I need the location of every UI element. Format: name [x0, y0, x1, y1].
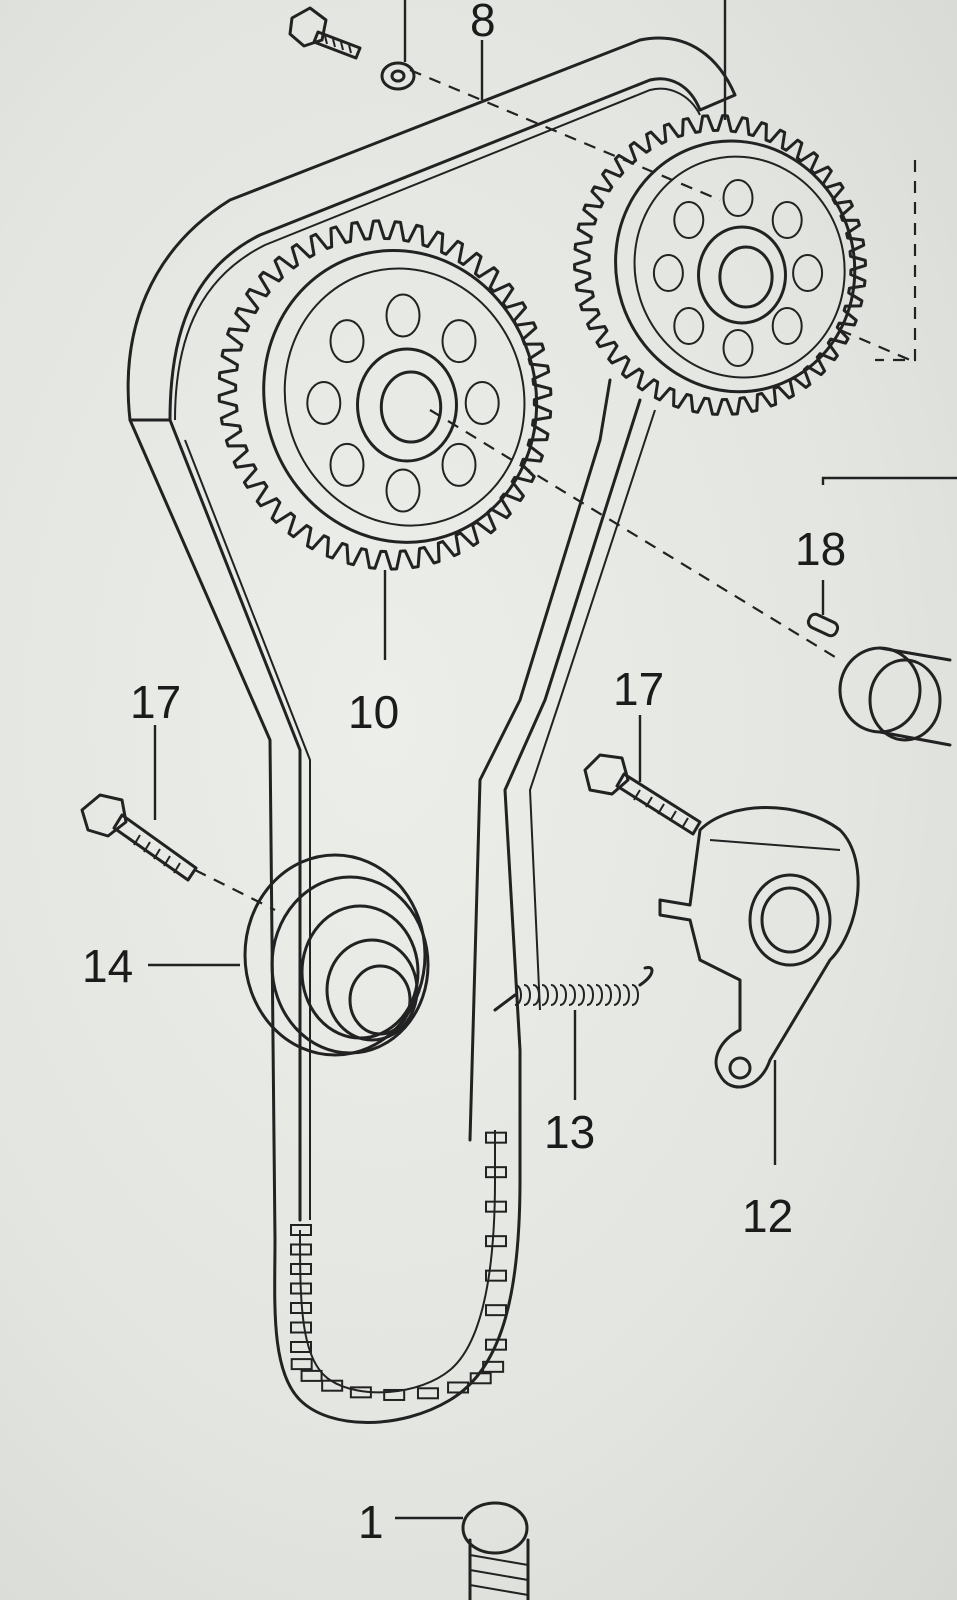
idler-pulley [243, 853, 430, 1057]
bolt-17-right [583, 753, 702, 836]
leader-lines [148, 0, 957, 1520]
pin-18 [806, 612, 840, 638]
centerline-upper-right [839, 328, 911, 362]
centerline-bolt-17-left [194, 869, 276, 911]
bolt-17-left [80, 793, 198, 882]
callout-13: 13 [544, 1106, 595, 1158]
callout-8: 8 [470, 0, 496, 46]
callout-18: 18 [795, 523, 846, 575]
callout-10: 10 [348, 686, 399, 738]
centerline-upper-bolt [409, 68, 721, 202]
callout-17-right: 17 [613, 663, 664, 715]
callout-14: 14 [82, 940, 133, 992]
callout-12: 12 [742, 1190, 793, 1242]
centerline-gear10 [429, 409, 841, 661]
tensioner [658, 806, 860, 1089]
bolt-top [288, 6, 362, 60]
upper-sprocket [573, 114, 867, 416]
tension-spring [493, 965, 654, 1012]
callout-1: 1 [358, 1496, 384, 1548]
belt-teeth [290, 1131, 507, 1401]
timing-belt [126, 36, 737, 1424]
washer-top [380, 61, 416, 91]
camshaft-sprocket [217, 219, 553, 571]
roller-right [838, 646, 952, 747]
bracket-outline-right [875, 160, 917, 362]
part-1-bolt [461, 1501, 530, 1600]
callout-17-left: 17 [130, 676, 181, 728]
